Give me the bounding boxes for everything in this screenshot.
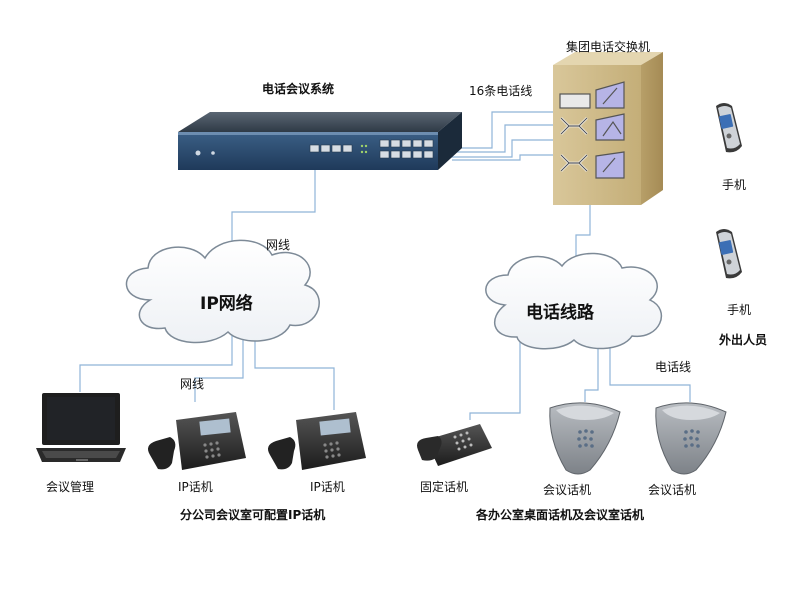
mobile-2-label: 手机 [727, 303, 752, 317]
phone-network-label: 电话线路 [526, 303, 594, 323]
network-cable-bottom-label: 网线 [180, 377, 205, 391]
ip-phone-1 [148, 412, 246, 470]
ip-network-cloud [125, 239, 320, 344]
ip-phone-2-label: IP话机 [310, 480, 345, 494]
branch-caption: 分公司会议室可配置IP话机 [180, 508, 326, 522]
office-caption: 各办公室桌面话机及会议室话机 [476, 508, 645, 522]
conf-mgmt-label: 会议管理 [46, 480, 95, 494]
laptop [36, 393, 126, 462]
connection-lines [79, 111, 691, 420]
ip-phone-2 [268, 412, 366, 470]
pbx-label: 集团电话交换机 [566, 40, 651, 54]
outside-staff-label: 外出人员 [719, 333, 768, 347]
phone-lines-16-label: 16条电话线 [469, 84, 533, 98]
pbx-cabinet [553, 52, 663, 205]
phone-network-cloud [485, 252, 662, 350]
mobile-phone-2 [716, 229, 742, 279]
conf-phone-2-label: 会议话机 [648, 483, 697, 497]
ip-phone-1-label: IP话机 [178, 480, 213, 494]
conference-phone-2 [655, 402, 727, 475]
conference-system-label: 电话会议系统 [262, 82, 335, 96]
fixed-phone [417, 424, 492, 466]
conference-system-device [178, 112, 462, 170]
phone-line-label: 电话线 [655, 360, 692, 374]
fixed-phone-label: 固定话机 [420, 480, 469, 494]
mobile-1-label: 手机 [722, 178, 747, 192]
conference-phone-1 [549, 402, 621, 475]
mobile-phone-1 [716, 103, 742, 153]
ip-network-label: IP网络 [200, 294, 253, 314]
network-cable-top-label: 网线 [266, 238, 291, 252]
conf-phone-1-label: 会议话机 [543, 483, 592, 497]
